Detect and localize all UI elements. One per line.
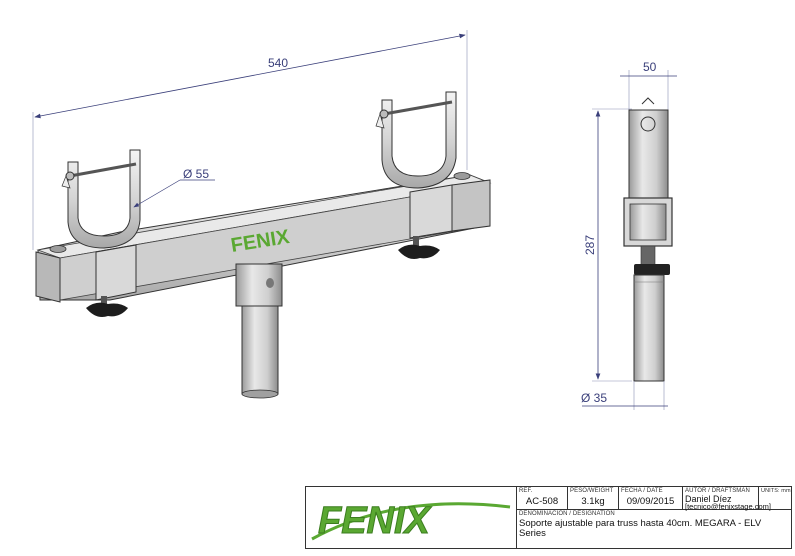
weight-label: PESO/WEIGHT xyxy=(570,488,614,494)
author-name: Daniel Díez xyxy=(685,494,732,504)
title-block: FENIX REF. AC-508 PESO/WEIGHT 3.1kg FECH… xyxy=(305,486,792,549)
units-label: UNITS: mm xyxy=(761,488,791,494)
tube-diameter-dimension: Ø 55 xyxy=(183,167,209,181)
brand-logo: FENIX xyxy=(306,487,517,548)
date-value: 09/09/2015 xyxy=(626,496,675,507)
knob-right xyxy=(398,236,440,259)
length-dimension-line xyxy=(34,33,466,119)
clamp-right xyxy=(375,91,457,189)
date-cell: FECHA / DATE 09/09/2015 xyxy=(619,487,683,510)
weight-value: 3.1kg xyxy=(581,496,605,507)
iso-view: 540 FENIX xyxy=(32,30,492,399)
designation-line-1: Soporte ajustable para truss hasta 40cm.… xyxy=(519,518,762,529)
length-dimension: 540 xyxy=(268,56,288,70)
author-email: [tecnico@fenixstage.com] xyxy=(685,502,771,511)
designation-line-2: Series xyxy=(519,528,546,539)
weight-cell: PESO/WEIGHT 3.1kg xyxy=(568,487,619,510)
ref-cell: REF. AC-508 xyxy=(517,487,568,510)
spigot-tube xyxy=(241,305,279,395)
date-label: FECHA / DATE xyxy=(621,488,663,494)
units-cell: UNITS: mm xyxy=(759,487,791,510)
knob-left xyxy=(86,296,128,317)
brand-logo-text: FENIX xyxy=(318,500,433,542)
ref-value: AC-508 xyxy=(525,496,559,507)
height-dimension: 287 xyxy=(583,235,597,255)
designation-label: DENOMINACIÓN / DESIGNATION xyxy=(519,511,615,517)
author-cell: AUTOR / DRAFTSMAN Daniel Díez [tecnico@f… xyxy=(683,487,771,511)
spigot-diameter-dimension: Ø 35 xyxy=(581,391,607,405)
ref-label: REF. xyxy=(519,488,533,494)
spigot-block xyxy=(235,263,283,307)
author-label: AUTOR / DRAFTSMAN xyxy=(685,488,750,494)
designation-cell: DENOMINACIÓN / DESIGNATION Soporte ajust… xyxy=(517,510,791,548)
clamp-left xyxy=(61,149,141,249)
side-view: 50 287 Ø 35 xyxy=(581,60,677,410)
width-dimension: 50 xyxy=(643,60,657,74)
